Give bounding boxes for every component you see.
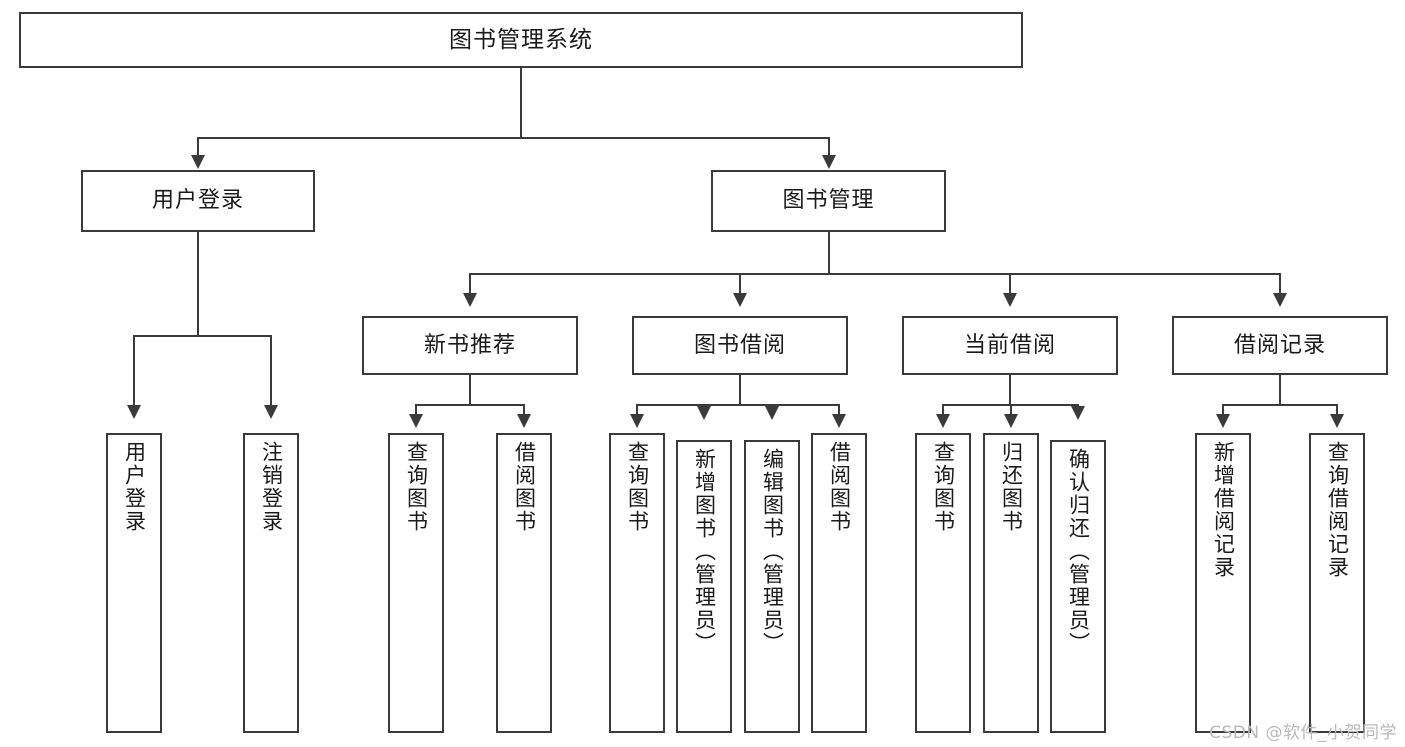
connector-root-to-user-login	[197, 137, 199, 157]
leaf-add-book-admin[interactable]: 新增图书（管理员）	[676, 440, 732, 733]
connector-user-login-bus	[133, 335, 272, 337]
connector-book-management-bus	[469, 273, 1281, 275]
leaf-confirm-return-admin[interactable]: 确认归还（管理员）	[1050, 440, 1106, 733]
connector-current-borrow-stem	[1009, 375, 1011, 405]
connector-book-borrow-bus	[636, 404, 840, 406]
node-label: 新增借阅记录	[1211, 441, 1236, 579]
node-label: 借阅记录	[1233, 332, 1326, 358]
leaf-return-book[interactable]: 归还图书	[983, 433, 1039, 733]
node-root-book-management-system[interactable]: 图书管理系统	[19, 12, 1023, 68]
node-label: 编辑图书（管理员）	[760, 448, 785, 655]
leaf-logout[interactable]: 注销登录	[243, 433, 299, 733]
connector-borrow-record-stem	[1279, 375, 1281, 405]
node-label: 用户登录	[151, 188, 244, 214]
arrowhead-new-book-leaf-1	[409, 414, 423, 428]
arrowhead-user-login-leaf-1	[127, 405, 141, 419]
connector-root-bus	[197, 137, 830, 139]
connector-new-book-leaf-1	[415, 404, 417, 416]
connector-current-borrow-leaf-2	[1010, 404, 1012, 416]
connector-new-book-bus	[415, 404, 525, 406]
arrowhead-current-borrow-leaf-2	[1004, 414, 1018, 428]
arrowhead-root-to-user-login	[191, 155, 205, 169]
node-label: 图书管理	[782, 188, 875, 214]
arrowhead-borrow-record-leaf-2	[1330, 414, 1344, 428]
connector-new-book-leaf-2	[523, 404, 525, 416]
leaf-query-borrow-record[interactable]: 查询借阅记录	[1309, 433, 1365, 733]
leaf-query-book-current[interactable]: 查询图书	[915, 433, 971, 733]
node-label: 用户登录	[122, 441, 147, 533]
connector-bm-to-current-borrow	[1009, 273, 1011, 295]
connector-borrow-record-bus	[1222, 404, 1338, 406]
node-label: 归还图书	[999, 441, 1024, 533]
arrowhead-book-borrow-leaf-4	[832, 414, 846, 428]
arrowhead-bm-new-book	[463, 293, 477, 307]
arrowhead-book-borrow-leaf-3	[765, 406, 779, 420]
arrowhead-book-borrow-leaf-2	[697, 406, 711, 420]
arrowhead-borrow-record-leaf-1	[1216, 414, 1230, 428]
node-new-book-recommend[interactable]: 新书推荐	[362, 316, 578, 375]
connector-borrow-record-leaf-2	[1336, 404, 1338, 416]
connector-bm-to-book-borrow	[739, 273, 741, 295]
leaf-query-book-borrow[interactable]: 查询图书	[609, 433, 665, 733]
arrowhead-user-login-leaf-2	[264, 405, 278, 419]
node-label: 注销登录	[259, 441, 284, 533]
node-label: 借阅图书	[512, 441, 537, 533]
node-label: 查询图书	[625, 441, 650, 533]
node-label: 新增图书（管理员）	[692, 448, 717, 655]
node-book-management[interactable]: 图书管理	[711, 170, 946, 232]
leaf-borrow-book[interactable]: 借阅图书	[811, 433, 867, 733]
connector-new-book-stem	[469, 375, 471, 405]
leaf-user-login[interactable]: 用户登录	[106, 433, 162, 733]
leaf-query-book-recommend[interactable]: 查询图书	[388, 433, 444, 733]
node-label: 新书推荐	[423, 332, 516, 358]
connector-book-management-stem	[828, 232, 830, 274]
node-borrow-record[interactable]: 借阅记录	[1172, 316, 1388, 375]
leaf-borrow-book-recommend[interactable]: 借阅图书	[496, 433, 552, 733]
leaf-edit-book-admin[interactable]: 编辑图书（管理员）	[744, 440, 800, 733]
arrowhead-bm-book-borrow	[733, 293, 747, 307]
node-label: 当前借阅	[963, 332, 1056, 358]
node-label: 确认归还（管理员）	[1066, 448, 1091, 655]
connector-bm-to-borrow-record	[1279, 273, 1281, 295]
node-current-borrow[interactable]: 当前借阅	[902, 316, 1118, 375]
csdn-watermark: CSDN @软件_小贺同学	[1209, 723, 1397, 743]
arrowhead-bm-current-borrow	[1003, 293, 1017, 307]
node-user-login[interactable]: 用户登录	[81, 170, 315, 232]
connector-book-borrow-stem	[739, 375, 741, 405]
connector-current-borrow-leaf-1	[942, 404, 944, 416]
arrowhead-new-book-leaf-2	[517, 414, 531, 428]
node-label: 查询借阅记录	[1325, 441, 1350, 579]
connector-book-borrow-leaf-4	[838, 404, 840, 416]
arrowhead-current-borrow-leaf-3	[1071, 406, 1085, 420]
connector-user-login-to-leaf-1	[133, 335, 135, 407]
arrowhead-root-to-book-management	[822, 155, 836, 169]
node-label: 图书管理系统	[449, 26, 593, 53]
connector-borrow-record-leaf-1	[1222, 404, 1224, 416]
connector-book-borrow-leaf-1	[636, 404, 638, 416]
connector-user-login-stem	[197, 232, 199, 336]
arrowhead-current-borrow-leaf-1	[936, 414, 950, 428]
node-label: 查询图书	[404, 441, 429, 533]
connector-root-stem	[520, 68, 522, 138]
arrowhead-book-borrow-leaf-1	[630, 414, 644, 428]
arrowhead-bm-borrow-record	[1273, 293, 1287, 307]
connector-bm-to-new-book	[469, 273, 471, 295]
node-label: 借阅图书	[827, 441, 852, 533]
connector-user-login-to-leaf-2	[270, 335, 272, 407]
node-label: 查询图书	[931, 441, 956, 533]
connector-root-to-book-management	[828, 137, 830, 157]
node-book-borrow[interactable]: 图书借阅	[632, 316, 848, 375]
leaf-add-borrow-record[interactable]: 新增借阅记录	[1195, 433, 1251, 733]
node-label: 图书借阅	[693, 332, 786, 358]
